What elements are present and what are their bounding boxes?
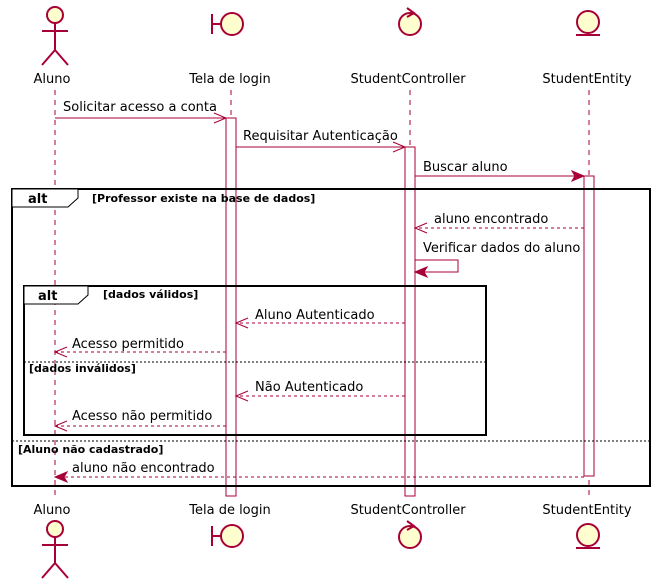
actor-icon-bottom (41, 520, 69, 579)
alt-fragment-inner: alt [dados válidos] [dados inválidos] (23, 285, 487, 436)
participant-label-top: StudentEntity (542, 72, 631, 87)
alt-keyword: alt (38, 289, 57, 304)
svg-text:Buscar aluno: Buscar aluno (423, 160, 508, 175)
boundary-icon-top (211, 12, 244, 36)
participant-label-bottom: Tela de login (188, 503, 271, 518)
boundary-icon-bottom (211, 524, 244, 548)
svg-text:Não Autenticado: Não Autenticado (255, 380, 363, 395)
svg-text:aluno encontrado: aluno encontrado (434, 212, 548, 227)
participant-label-bottom: StudentEntity (542, 503, 631, 518)
alt-fragment-outer: alt [Professor existe na base de dados] … (11, 188, 651, 487)
message-verificar-dados: Verificar dados do aluno (413, 241, 580, 279)
else-guard: [dados inválidos] (29, 362, 136, 375)
alt-guard: [dados válidos] (103, 288, 198, 301)
entity-icon-top (576, 10, 600, 36)
message-aluno-encontrado: aluno encontrado (413, 212, 584, 234)
participant-label-top: StudentController (350, 72, 466, 87)
activation-studententity (583, 175, 595, 477)
participant-label-bottom: Aluno (34, 503, 71, 518)
message-nao-autenticado: Não Autenticado (234, 380, 405, 402)
alt-keyword: alt (28, 192, 47, 207)
svg-text:Acesso permitido: Acesso permitido (72, 337, 184, 352)
actor-icon-top (41, 6, 69, 66)
message-buscar-aluno: Buscar aluno (415, 160, 586, 183)
message-acesso-permitido: Acesso permitido (53, 337, 226, 358)
else-guard: [Aluno não cadastrado] (18, 443, 163, 456)
participant-label-bottom: StudentController (350, 503, 466, 518)
participant-label-top: Tela de login (188, 72, 271, 87)
control-icon-top (398, 7, 422, 36)
activation-tela-de-login (225, 117, 237, 497)
svg-text:Solicitar acesso a conta: Solicitar acesso a conta (63, 100, 217, 115)
message-aluno-autenticado: Aluno Autenticado (234, 308, 405, 329)
activation-studentcontroller (404, 146, 416, 497)
svg-text:Aluno Autenticado: Aluno Autenticado (255, 308, 375, 323)
message-solicitar-acesso: Solicitar acesso a conta (55, 100, 228, 124)
svg-text:aluno não encontrado: aluno não encontrado (72, 461, 215, 476)
control-icon-bottom (398, 520, 422, 549)
svg-text:Acesso não permitido: Acesso não permitido (72, 409, 212, 424)
entity-icon-bottom (576, 523, 600, 549)
alt-guard: [Professor existe na base de dados] (92, 192, 315, 205)
message-aluno-nao-encontrado: aluno não encontrado (53, 461, 584, 484)
participant-label-top: Aluno (34, 72, 71, 87)
svg-text:Verificar dados do aluno: Verificar dados do aluno (423, 241, 580, 256)
message-acesso-nao-permitido: Acesso não permitido (53, 409, 226, 432)
message-requisitar-autenticacao: Requisitar Autenticação (236, 129, 407, 153)
svg-text:Requisitar Autenticação: Requisitar Autenticação (243, 129, 398, 144)
